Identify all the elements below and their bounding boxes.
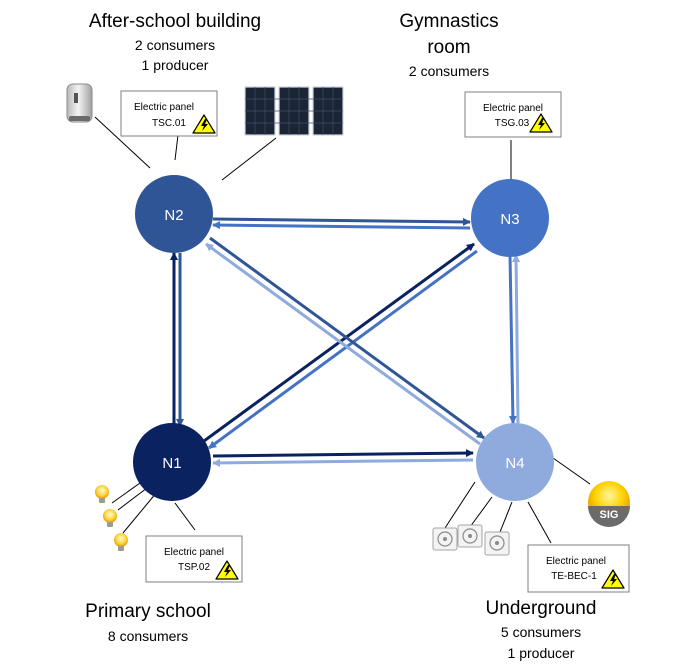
arrow-n4-to-n1 [212,458,474,467]
after-school-producers: 1 producer [142,57,209,73]
warning-icon [529,113,553,133]
sig-connector [552,457,591,485]
primary-consumers: 8 consumers [108,628,188,644]
gymnastics-title-line1: Gymnastics [399,11,498,32]
gymnastics-consumers: 2 consumers [409,63,489,79]
bulb1-connector [111,482,141,504]
panel-tsp-code: TSP.02 [178,562,210,573]
arrow-n3-to-n2 [212,221,471,230]
solar-panel-icon [244,86,344,136]
fan2-connector [469,496,493,528]
panel-tsg-code: TSG.03 [495,118,530,129]
arrow-n4-to-n3 [512,254,521,424]
warning-icon [601,569,625,589]
light-bulb-icon [114,533,128,551]
heater-connector [94,116,151,169]
primary-title: Primary school [85,601,211,622]
underground-producers: 1 producer [508,645,575,661]
panel-tsp: Electric panel TSP.02 [145,535,243,583]
underground-title: Underground [486,598,597,619]
panel-tsc-title: Electric panel [134,102,194,113]
light-bulb-icon [103,509,117,527]
water-heater-icon [66,83,93,123]
flow-arrows [170,217,521,467]
node-n1-circle [133,423,211,501]
node-n3-circle [471,179,549,257]
warning-icon [192,114,216,134]
arrow-n3-to-n1 [208,249,478,450]
node-n4-circle [476,423,554,501]
device-connectors [94,116,591,544]
tsc-panel-connector [174,134,179,161]
sig-logo-text: SIG [600,509,619,521]
node-n4[interactable]: N4 [476,423,554,501]
node-n2-label: N2 [164,207,183,224]
panel-tebec-code: TE-BEC-1 [551,571,597,582]
arrow-n1-to-n4 [212,449,474,458]
fan3-connector [499,501,513,533]
panel-tsc-code: TSC.01 [152,118,186,129]
bulb3-connector [122,491,158,534]
arrow-n2-to-n4 [209,236,485,440]
arrow-n4-to-n2 [205,242,481,446]
bulb2-connector [117,487,148,511]
ventilation-fan-icon [457,524,483,548]
node-n2-circle [135,175,213,253]
node-n4-label: N4 [505,455,524,472]
node-n3[interactable]: N3 [471,179,549,257]
node-n2[interactable]: N2 [135,175,213,253]
tsp-panel-connector [174,502,196,531]
panel-tsp-title: Electric panel [164,547,224,558]
node-n3-label: N3 [500,211,519,228]
panel-tebec-title: Electric panel [546,556,606,567]
panel-tebec: Electric panel TE-BEC-1 [527,544,630,593]
panel-tsg-title: Electric panel [483,103,543,114]
panel-tsc: Electric panel TSC.01 [120,90,218,137]
after-school-title: After-school building [89,11,261,32]
ventilation-fan-icon [484,531,510,556]
ventilation-fan-icon [432,527,458,551]
fan1-connector [444,481,476,529]
node-n1[interactable]: N1 [133,423,211,501]
sig-logo-icon: SIG [588,481,630,527]
node-n1-label: N1 [162,455,181,472]
warning-icon [215,560,239,580]
tebec-panel-connector [527,501,552,544]
light-bulb-icon [95,485,109,503]
panel-tsg: Electric panel TSG.03 [464,91,562,138]
solar-connector [221,137,277,181]
gymnastics-title-line2: room [427,37,470,58]
after-school-consumers: 2 consumers [135,37,215,53]
arrow-n3-to-n4 [508,254,517,424]
underground-consumers: 5 consumers [501,624,581,640]
arrow-n2-to-n3 [212,217,471,226]
